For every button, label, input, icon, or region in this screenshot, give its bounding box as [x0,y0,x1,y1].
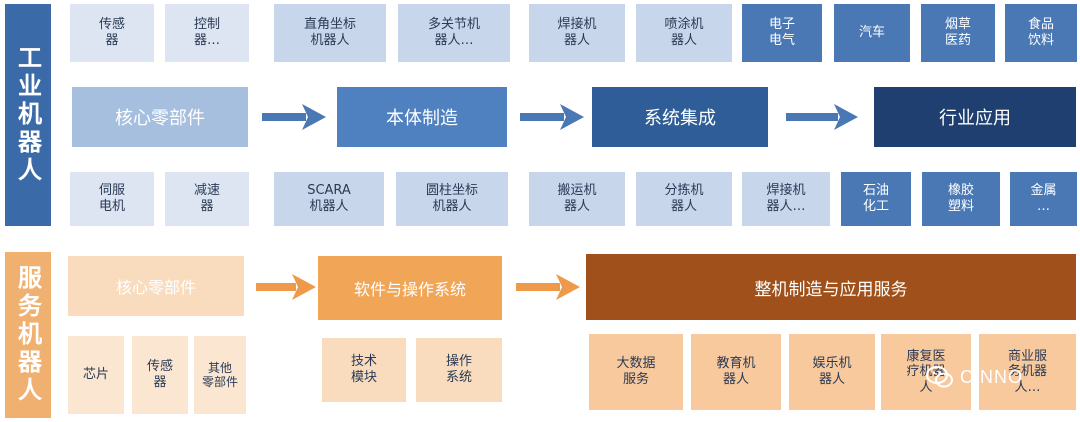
arrow-right-icon [520,104,584,130]
service-stage-core-components: 核心零部件 [68,256,244,316]
bottom-integration-cell: 焊接机 器人… [742,172,830,226]
industrial-stage-body-manufacturing: 本体制造 [337,87,507,147]
bottom-component-cell: 减速 器 [165,172,249,226]
service-application-cell: 大数据 服务 [589,334,683,410]
arrow-right-icon [786,104,858,130]
bottom-component-cell: 伺服 电机 [70,172,154,226]
service-component-cell: 芯片 [68,336,124,414]
service-component-cell: 其他 零部件 [194,336,246,414]
bottom-integration-cell: 搬运机 器人 [529,172,625,226]
bottom-application-cell: 金属 … [1010,172,1077,226]
arrow-right-icon [516,274,580,300]
wechat-icon [926,366,953,388]
top-component-cell: 控制 器… [165,4,249,62]
top-application-cell: 烟草 医药 [921,4,995,62]
bottom-robot-cell: 圆柱坐标 机器人 [396,172,508,226]
service-stage-manufacturing-services: 整机制造与应用服务 [586,254,1076,320]
service-stage-software-os: 软件与操作系统 [318,256,502,320]
service-software-cell: 操作 系统 [416,338,502,402]
bottom-integration-cell: 分拣机 器人 [636,172,732,226]
service-application-cell: 商业服 务机器 人… [979,334,1076,410]
top-application-cell: 汽车 [834,4,910,62]
service-software-cell: 技术 模块 [322,338,406,402]
arrow-right-icon [262,104,326,130]
bottom-application-cell: 石油 化工 [841,172,911,226]
top-integration-cell: 焊接机 器人 [529,4,625,62]
bottom-application-cell: 橡胶 塑料 [922,172,1000,226]
watermark: CINNO [926,364,1023,390]
service-side-label: 服务机器人 [5,252,51,418]
service-application-cell: 娱乐机 器人 [789,334,875,410]
top-application-cell: 食品 饮料 [1005,4,1077,62]
service-component-cell: 传感 器 [132,336,188,414]
bottom-robot-cell: SCARA 机器人 [274,172,384,226]
top-application-cell: 电子 电气 [742,4,822,62]
top-robot-cell: 多关节机 器人… [398,4,510,62]
top-component-cell: 传感 器 [70,4,154,62]
industrial-side-label: 工业机器人 [5,4,51,226]
watermark-text: CINNO [960,366,1023,387]
industrial-stage-system-integration: 系统集成 [592,87,768,147]
top-integration-cell: 喷涂机 器人 [636,4,732,62]
arrow-right-icon [256,274,316,300]
top-robot-cell: 直角坐标 机器人 [274,4,386,62]
industrial-stage-core-components: 核心零部件 [72,87,248,147]
industrial-stage-industry-application: 行业应用 [874,87,1076,147]
service-application-cell: 康复医 疗机器 人 [881,334,971,410]
service-application-cell: 教育机 器人 [691,334,781,410]
